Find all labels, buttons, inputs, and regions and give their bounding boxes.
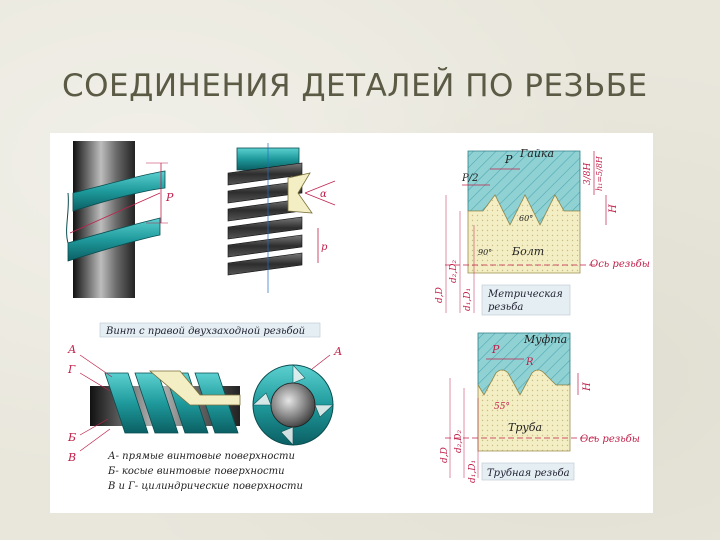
metric-caption-line2: резьба [488,302,523,313]
pipe-pitch-label: P [491,343,500,356]
helix-pitch-label: P [165,191,174,204]
label-g: Г [67,363,76,376]
pipe-axis-label: Ось резьбы [580,434,640,445]
pipe-d-label: d,D [440,447,450,463]
illustration-panel: P α p Винт с правой двухзаходной резьбой [50,133,653,513]
pipe-d2-label: d₂,D₂ [454,430,464,453]
metric-caption-box [481,284,571,316]
pipe-55-label: 55° [494,402,510,412]
pipe-pipe-label: Труба [508,421,542,434]
legend-line-2: Б- косые винтовые поверхности [107,466,285,477]
screw-caption: Винт с правой двухзаходной резьбой [105,326,305,337]
metric-90-label: 90° [478,248,492,257]
pipe-thread-profile: P Муфта R 55° Труба Ось резьбы H d,D d₂,… [440,332,640,483]
metric-thread-profile: P P/2 Гайка Болт 60° 90° Ось резьбы 3/8H… [435,147,650,316]
thread-angle-label: α [320,189,327,200]
metric-60-label: 60° [519,214,533,223]
metric-nut-label: Гайка [519,147,554,160]
metric-d1-label: d₁,D₁ [463,288,473,311]
pipe-radius-label: R [525,357,534,368]
pipe-d1-label: d₁,D₁ [468,460,478,483]
label-a-left: А [67,343,76,356]
label-b: Б [67,431,76,444]
metric-d-label: d,D [435,287,445,303]
metric-bolt-label: Болт [511,245,544,258]
metric-h-label: H [608,204,619,214]
label-a-right: А [333,345,342,358]
metric-half-pitch-label: P/2 [461,173,478,184]
screw-caption-box: Винт с правой двухзаходной резьбой [99,322,321,338]
screw-end-view: А [252,345,342,446]
legend-line-3: В и Г- цилиндрические поверхности [107,481,303,492]
thread-diagrams: P α p Винт с правой двухзаходной резьбой [66,141,650,492]
surface-legend: А- прямые винтовые поверхности Б- косые … [107,451,303,492]
pipe-h-label: H [582,382,593,392]
label-v: В [67,451,76,464]
slide-title: СОЕДИНЕНИЯ ДЕТАЛЕЙ ПО РЕЗЬБЕ [62,68,648,104]
metric-axis-label: Ось резьбы [590,259,650,270]
helix-cylinder-drawing: P [66,141,174,298]
metric-pitch-label: P [504,153,513,166]
legend-line-1: А- прямые винтовые поверхности [107,451,295,462]
metric-d2-label: d₂,D₂ [449,260,459,283]
metric-38h-label: 3/8H [583,163,593,185]
pipe-coupling-label: Муфта [523,333,567,346]
pipe-caption: Трубная резьба [487,468,570,479]
pipe-caption-box [481,462,575,481]
threaded-rod-drawing: α p [227,143,336,293]
metric-h1-label: h₁=5/8H [595,155,604,191]
thread-step-label: p [321,242,328,253]
metric-caption-line1: Метрическая [487,289,563,300]
double-start-screw-drawing: А Г Б В [67,343,241,464]
